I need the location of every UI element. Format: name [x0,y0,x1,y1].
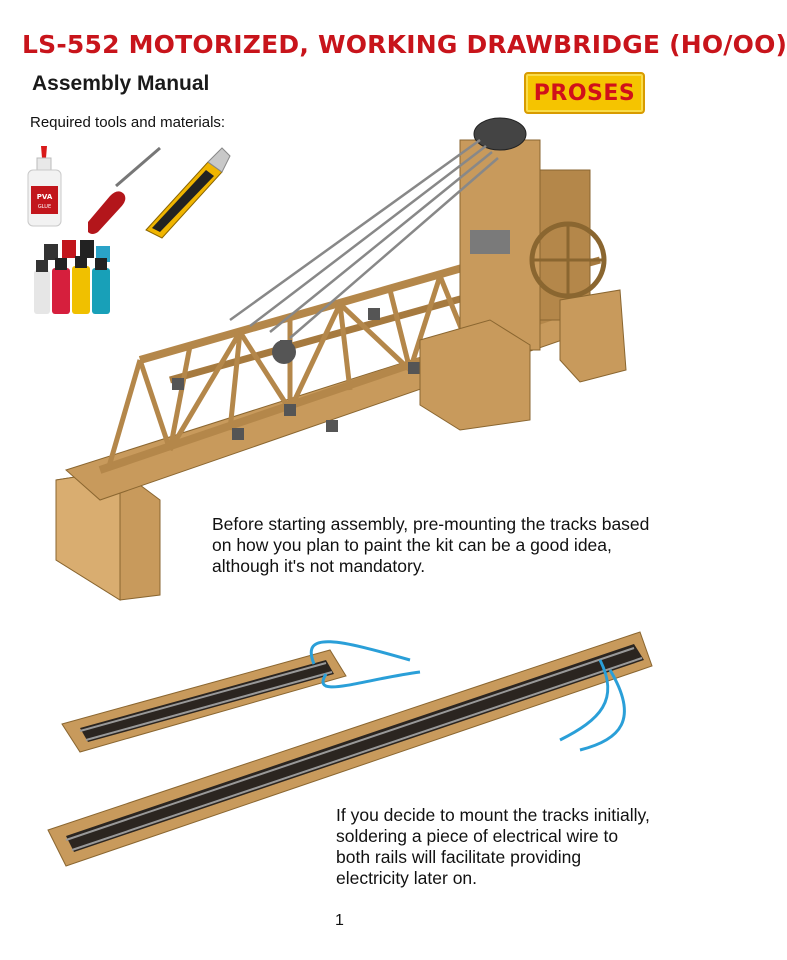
glue-label-sub: GLUE [38,204,51,210]
drawbridge-model-illustration [55,117,627,601]
screwdriver-icon [88,146,161,234]
utility-knife-icon [145,147,231,239]
pva-glue-bottle-icon: PVA GLUE [27,146,62,227]
page-number: 1 [335,912,344,929]
instruction-paragraph-2: If you decide to mount the tracks initia… [336,805,650,888]
illustration-layer: PVA GLUE [27,117,653,867]
glue-label-text: PVA [37,193,53,201]
tools-label: Required tools and materials: [30,114,226,131]
manual-subtitle: Assembly Manual [32,72,210,95]
track-sections-with-wires-illustration [47,631,653,867]
instruction-paragraph-1: Before starting assembly, pre-mounting t… [212,514,650,576]
manual-page: LS-552 MOTORIZED, WORKING DRAWBRIDGE (HO… [22,30,787,929]
page-title: LS-552 MOTORIZED, WORKING DRAWBRIDGE (HO… [22,30,787,59]
paint-bottles-icon [34,240,110,314]
brand-logo: PROSES [524,72,645,114]
brand-name: PROSES [533,80,636,106]
